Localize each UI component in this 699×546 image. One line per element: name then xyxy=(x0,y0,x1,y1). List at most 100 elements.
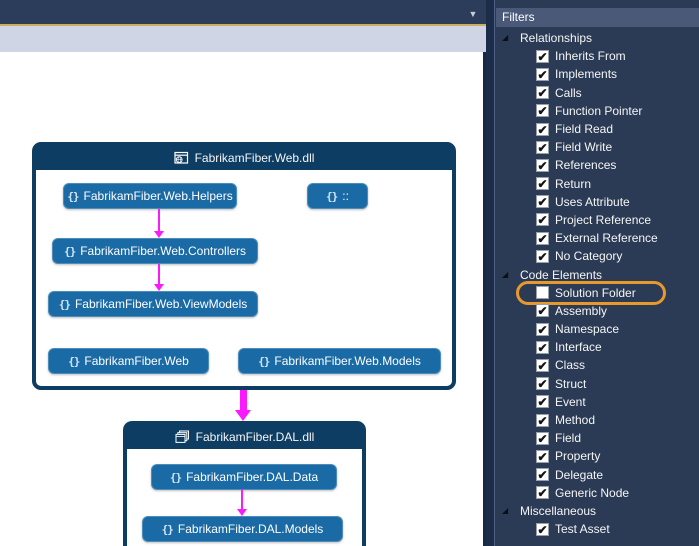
filter-item-field[interactable]: ✔ Field xyxy=(494,429,699,447)
filter-item-struct[interactable]: ✔Struct xyxy=(494,375,699,393)
checkbox[interactable]: ✔ xyxy=(536,413,549,428)
checkbox[interactable]: ✔ xyxy=(536,358,549,373)
group-header-web-dll[interactable]: FabrikamFiber.Web.dll xyxy=(35,145,453,170)
filter-group-miscellaneous[interactable]: ◢Miscellaneous xyxy=(494,502,699,520)
filter-item-method[interactable]: ✔ Method xyxy=(494,411,699,429)
filter-item-label: Generic Node xyxy=(555,485,630,500)
filter-item-label: Function Pointer xyxy=(555,103,643,118)
filter-item-references[interactable]: ✔References xyxy=(494,156,699,174)
node-web-models[interactable]: {} FabrikamFiber.Web.Models xyxy=(238,348,441,374)
checkbox[interactable]: ✔ xyxy=(536,322,549,337)
checkbox[interactable]: ✔ xyxy=(536,67,549,82)
checkbox[interactable]: ✔ xyxy=(536,231,549,246)
namespace-icon: {} xyxy=(68,354,80,368)
group-title: FabrikamFiber.DAL.dll xyxy=(195,429,315,444)
node-label: FabrikamFiber.Web.Helpers xyxy=(83,189,233,203)
checkbox[interactable]: ✔ xyxy=(536,395,549,410)
expander-icon[interactable]: ◢ xyxy=(502,505,509,515)
checkbox[interactable]: ✔ xyxy=(536,86,549,101)
dependency-graph-canvas[interactable]: FabrikamFiber.Web.dll FabrikamFiber.DAL.… xyxy=(0,52,486,546)
filter-item-field-read[interactable]: ✔Field Read xyxy=(494,120,699,138)
node-dal-data[interactable]: {} FabrikamFiber.DAL.Data xyxy=(151,464,337,490)
checkbox[interactable] xyxy=(536,286,549,300)
filter-item-external-reference[interactable]: ✔ External Reference xyxy=(494,229,699,247)
checkbox[interactable]: ✔ xyxy=(536,49,549,64)
filter-item-field-write[interactable]: ✔ Field Write xyxy=(494,138,699,156)
filter-item-label: Delegate xyxy=(555,467,604,482)
dependency-arrow-helpers-controllers[interactable] xyxy=(154,209,164,238)
dependency-arrow-controllers-viewmodels[interactable] xyxy=(154,264,164,291)
checkbox[interactable]: ✔ xyxy=(536,522,549,537)
filter-item-uses-attribute[interactable]: ✔Uses Attribute xyxy=(494,193,699,211)
filter-item-generic-node[interactable]: ✔ Generic Node xyxy=(494,484,699,502)
filter-item-assembly[interactable]: ✔Assembly xyxy=(494,302,699,320)
chevron-down-icon[interactable]: ▼ xyxy=(468,9,478,19)
filter-group-code-elements[interactable]: ◢ Code Elements xyxy=(494,265,699,283)
arrow-shaft xyxy=(241,489,243,509)
filter-group-label: Code Elements xyxy=(520,267,603,282)
web-application-icon xyxy=(173,151,188,164)
filter-item-namespace[interactable]: ✔Namespace xyxy=(494,320,699,338)
filter-item-return[interactable]: ✔Return xyxy=(494,175,699,193)
filter-item-project-reference[interactable]: ✔Project Reference xyxy=(494,211,699,229)
node-label: :: xyxy=(342,189,349,203)
filter-item-interface[interactable]: ✔Interface xyxy=(494,338,699,356)
arrow-head-icon xyxy=(154,231,164,238)
filters-panel-header: Filters xyxy=(496,8,699,27)
filter-group-label: Relationships xyxy=(520,31,593,46)
node-web-viewmodels[interactable]: {} FabrikamFiber.Web.ViewModels xyxy=(48,291,258,317)
filters-panel: Filters ◢ Relationships✔Inherits From✔Imp… xyxy=(494,0,699,546)
arrow-shaft xyxy=(158,264,160,284)
filter-item-calls[interactable]: ✔Calls xyxy=(494,84,699,102)
checkbox[interactable]: ✔ xyxy=(536,486,549,501)
checkbox[interactable]: ✔ xyxy=(536,249,549,264)
arrow-shaft xyxy=(239,390,247,410)
code-map-pane: ▼ FabrikamFiber.Web.dll xyxy=(0,0,486,546)
namespace-icon: {} xyxy=(67,189,79,203)
checkbox[interactable]: ✔ xyxy=(536,377,549,392)
filter-item-label: Field Write xyxy=(555,140,613,155)
checkbox[interactable]: ✔ xyxy=(536,177,549,192)
filter-item-label: Event xyxy=(555,394,586,409)
node-web-controllers[interactable]: {} FabrikamFiber.Web.Controllers xyxy=(52,238,258,264)
checkbox[interactable]: ✔ xyxy=(536,449,549,464)
expander-icon[interactable]: ◢ xyxy=(502,269,509,279)
node-global-namespace[interactable]: {} :: xyxy=(307,183,368,209)
filter-item-inherits-from[interactable]: ✔Inherits From xyxy=(494,47,699,65)
title-bar-accent-line xyxy=(0,24,486,26)
filter-item-property[interactable]: ✔Property xyxy=(494,447,699,465)
checkbox[interactable]: ✔ xyxy=(536,431,549,446)
checkbox[interactable]: ✔ xyxy=(536,213,549,228)
filter-item-test-asset[interactable]: ✔Test Asset xyxy=(494,520,699,538)
namespace-icon: {} xyxy=(58,297,71,311)
node-dal-models[interactable]: {} FabrikamFiber.DAL.Models xyxy=(142,516,343,542)
node-web-helpers[interactable]: {} FabrikamFiber.Web.Helpers xyxy=(63,183,237,209)
checkbox[interactable]: ✔ xyxy=(536,158,549,173)
checkbox[interactable]: ✔ xyxy=(536,304,549,319)
filter-item-label: Method xyxy=(555,413,596,428)
filter-item-label: Field xyxy=(555,431,582,446)
filter-item-no-category[interactable]: ✔ No Category xyxy=(494,247,699,265)
filter-item-function-pointer[interactable]: ✔ Function Pointer xyxy=(494,102,699,120)
filter-group-relationships[interactable]: ◢ Relationships xyxy=(494,29,699,47)
filter-item-label: No Category xyxy=(555,249,623,264)
checkbox[interactable]: ✔ xyxy=(536,468,549,483)
checkbox[interactable]: ✔ xyxy=(536,122,549,137)
checkbox[interactable]: ✔ xyxy=(536,140,549,155)
dependency-arrow-daldata-dalmodels[interactable] xyxy=(237,489,247,516)
filter-item-label: External Reference xyxy=(555,231,658,246)
expander-icon[interactable]: ◢ xyxy=(502,33,509,43)
arrow-head-icon xyxy=(154,284,164,291)
filter-item-implements[interactable]: ✔Implements xyxy=(494,65,699,83)
dependency-arrow-web-dal[interactable] xyxy=(235,390,251,421)
node-web[interactable]: {} FabrikamFiber.Web xyxy=(48,348,209,374)
filters-title: Filters xyxy=(502,10,535,24)
filter-item-class[interactable]: ✔Class xyxy=(494,356,699,374)
checkbox[interactable]: ✔ xyxy=(536,104,549,119)
checkbox[interactable]: ✔ xyxy=(536,340,549,355)
filter-item-solution-folder[interactable]: Solution Folder xyxy=(494,280,699,305)
checkbox[interactable]: ✔ xyxy=(536,195,549,210)
filter-item-event[interactable]: ✔ Event xyxy=(494,393,699,411)
group-header-dal-dll[interactable]: FabrikamFiber.DAL.dll xyxy=(126,424,363,449)
filter-item-delegate[interactable]: ✔ Delegate xyxy=(494,466,699,484)
